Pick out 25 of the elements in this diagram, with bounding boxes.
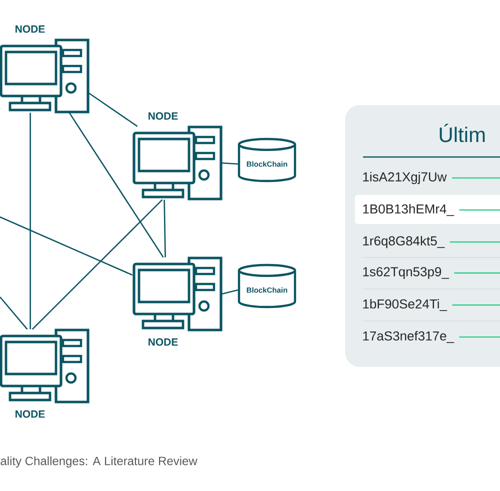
node-label: NODE: [148, 338, 178, 346]
connector-line: [88, 92, 138, 127]
connector-line: [68, 112, 164, 258]
computer-drawing: [132, 112, 222, 200]
node-label: NODE: [148, 112, 178, 120]
node-label: NODE: [16, 25, 45, 33]
connector-line: [32, 199, 163, 330]
table-row: 17aS3nef317e_: [363, 331, 500, 343]
table-row: 1bF90Se24Ti_: [363, 299, 500, 311]
caption: ality Challenges: A Literature Review: [0, 456, 198, 468]
connector-line: [0, 216, 133, 276]
table-title: Últim: [440, 124, 485, 142]
node-label: NODE: [16, 410, 45, 418]
connector-line: [0, 296, 28, 330]
connector-line: [164, 200, 166, 258]
table-row: 1B0B13hEMr4_: [355, 195, 500, 224]
table-row: 1s62Tqn53p9_: [363, 267, 500, 279]
computer-drawing: [0, 328, 90, 418]
connector-line: [30, 112, 31, 330]
table-row: 1r6q8G84kt5_: [363, 236, 500, 248]
connector-line: [222, 162, 238, 165]
connector-line: [222, 289, 238, 295]
computer-drawing: [0, 25, 90, 114]
computer-drawing: [132, 256, 222, 346]
table-row: 1isA21Xgj7Uw: [363, 172, 500, 184]
